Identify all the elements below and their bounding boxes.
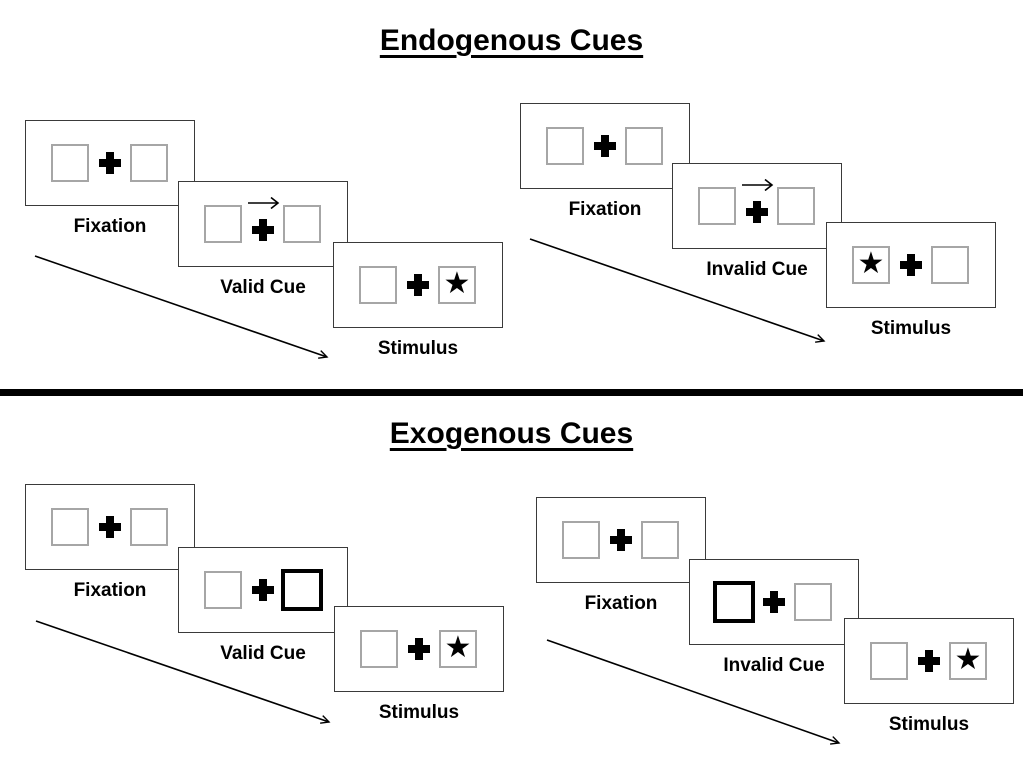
frame-stimulus: ★ Stimulus bbox=[844, 618, 1014, 736]
placeholder-square-left bbox=[204, 571, 242, 609]
placeholder-square-right bbox=[625, 127, 663, 165]
placeholder-square-left bbox=[51, 144, 89, 182]
frame-label: Valid Cue bbox=[220, 277, 306, 298]
frame-cue: Valid Cue bbox=[178, 547, 348, 665]
frame-label: Invalid Cue bbox=[706, 259, 808, 280]
cue-highlight-square-right bbox=[281, 569, 323, 611]
stimulus-square-left: ★ bbox=[852, 246, 890, 284]
fixation-cross-icon bbox=[900, 254, 922, 276]
frame-fixation: Fixation bbox=[536, 497, 706, 615]
frame-fixation: Fixation bbox=[25, 484, 195, 602]
placeholder-square-right bbox=[777, 187, 815, 225]
fixation-cross-icon bbox=[610, 529, 632, 551]
placeholder-square-right bbox=[283, 205, 321, 243]
frame-label: Stimulus bbox=[377, 338, 459, 359]
frame-panel bbox=[672, 163, 842, 249]
frame-label: Fixation bbox=[584, 593, 658, 614]
stimulus-square-right: ★ bbox=[438, 266, 476, 304]
section-title-exogenous: Exogenous Cues bbox=[389, 417, 634, 450]
stimulus-square-right: ★ bbox=[439, 630, 477, 668]
stimulus-star-icon: ★ bbox=[857, 246, 885, 281]
frame-panel bbox=[536, 497, 706, 583]
placeholder-square-right bbox=[931, 246, 969, 284]
frame-label: Fixation bbox=[568, 199, 642, 220]
frame-fixation: Fixation bbox=[25, 120, 195, 238]
frame-label: Stimulus bbox=[378, 702, 460, 723]
section-title-endogenous: Endogenous Cues bbox=[379, 24, 644, 57]
stimulus-star-icon: ★ bbox=[954, 642, 982, 677]
timeline-arrow-icon bbox=[35, 620, 331, 724]
placeholder-square-left bbox=[359, 266, 397, 304]
frame-label: Invalid Cue bbox=[723, 655, 825, 676]
placeholder-square-right bbox=[130, 144, 168, 182]
frame-panel bbox=[25, 120, 195, 206]
stimulus-star-icon: ★ bbox=[444, 630, 472, 665]
frame-cue: Invalid Cue bbox=[689, 559, 859, 677]
cue-right-arrow-icon bbox=[248, 196, 280, 209]
frame-panel bbox=[689, 559, 859, 645]
frame-label: Fixation bbox=[73, 580, 147, 601]
frame-panel bbox=[25, 484, 195, 570]
fixation-cross-icon bbox=[918, 650, 940, 672]
frame-label: Valid Cue bbox=[220, 643, 306, 664]
placeholder-square-left bbox=[51, 508, 89, 546]
placeholder-square-right bbox=[794, 583, 832, 621]
frame-panel bbox=[178, 547, 348, 633]
fixation-cross-icon bbox=[252, 579, 274, 601]
timeline-arrow-icon bbox=[546, 639, 841, 745]
placeholder-square-right bbox=[641, 521, 679, 559]
cue-right-arrow-icon bbox=[742, 178, 774, 191]
frame-panel: ★ bbox=[826, 222, 996, 308]
frame-cue: Invalid Cue bbox=[672, 163, 842, 281]
frame-cue: Valid Cue bbox=[178, 181, 348, 299]
frame-stimulus: ★ Stimulus bbox=[333, 242, 503, 360]
stimulus-square-right: ★ bbox=[949, 642, 987, 680]
cue-highlight-square-left bbox=[713, 581, 755, 623]
placeholder-square-left bbox=[698, 187, 736, 225]
frame-label: Fixation bbox=[73, 216, 147, 237]
frame-panel: ★ bbox=[333, 242, 503, 328]
fixation-cross-icon bbox=[99, 516, 121, 538]
fixation-cross-icon bbox=[407, 274, 429, 296]
section-divider bbox=[0, 389, 1023, 396]
frame-fixation: Fixation bbox=[520, 103, 690, 221]
fixation-cross-icon bbox=[746, 201, 768, 223]
placeholder-square-left bbox=[562, 521, 600, 559]
fixation-cross-icon bbox=[763, 591, 785, 613]
placeholder-square-left bbox=[546, 127, 584, 165]
placeholder-square-right bbox=[130, 508, 168, 546]
fixation-cross-icon bbox=[408, 638, 430, 660]
placeholder-square-left bbox=[204, 205, 242, 243]
frame-stimulus: ★ Stimulus bbox=[334, 606, 504, 724]
frame-panel: ★ bbox=[844, 618, 1014, 704]
frame-label: Stimulus bbox=[888, 714, 970, 735]
timeline-arrow-icon bbox=[529, 238, 826, 343]
timeline-arrow-icon bbox=[34, 255, 329, 359]
fixation-cross-icon bbox=[252, 219, 274, 241]
frame-panel bbox=[520, 103, 690, 189]
fixation-cross-icon bbox=[99, 152, 121, 174]
frame-stimulus: ★ Stimulus bbox=[826, 222, 996, 340]
placeholder-square-left bbox=[360, 630, 398, 668]
placeholder-square-left bbox=[870, 642, 908, 680]
frame-panel bbox=[178, 181, 348, 267]
frame-label: Stimulus bbox=[870, 318, 952, 339]
fixation-cross-icon bbox=[594, 135, 616, 157]
stimulus-star-icon: ★ bbox=[443, 266, 471, 301]
frame-panel: ★ bbox=[334, 606, 504, 692]
